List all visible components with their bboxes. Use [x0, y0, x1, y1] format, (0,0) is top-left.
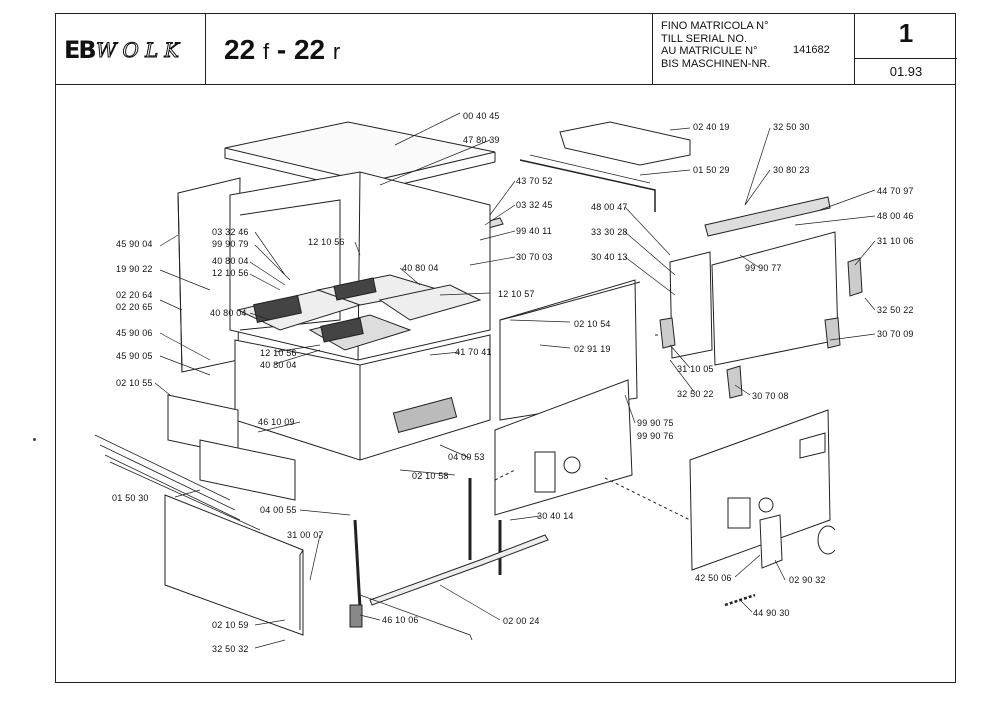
part-label: 02 20 65 — [116, 302, 153, 312]
logo-cell: EB WOLK — [56, 14, 206, 84]
part-label: 44 70 97 — [877, 186, 914, 196]
stray-mark — [33, 438, 36, 441]
part-label: 45 90 04 — [116, 239, 153, 249]
part-label: 48 00 46 — [877, 211, 914, 221]
part-label: 32 50 32 — [212, 644, 249, 654]
part-label: 30 40 14 — [537, 511, 574, 521]
part-label: 00 40 45 — [463, 111, 500, 121]
part-label: 40 80 04 — [210, 308, 247, 318]
part-label: 12 10 56 — [260, 348, 297, 358]
part-label: 42 50 06 — [695, 573, 732, 583]
model-title: 22 f - 22 r — [224, 34, 341, 65]
part-label: 48 00 47 — [591, 202, 628, 212]
part-label: 19 90 22 — [116, 264, 153, 274]
part-label: 02 10 55 — [116, 378, 153, 388]
part-label: 31 00 07 — [287, 530, 324, 540]
part-label: 40 80 04 — [402, 263, 439, 273]
part-label: 30 40 13 — [591, 252, 628, 262]
part-label: 32 50 22 — [677, 389, 714, 399]
part-label: 46 10 09 — [258, 417, 295, 427]
part-label: 02 91 19 — [574, 344, 611, 354]
part-label: 12 10 57 — [498, 289, 535, 299]
part-label: 01 50 29 — [693, 165, 730, 175]
serial-number: 141682 — [793, 44, 830, 56]
part-label: 32 50 22 — [877, 305, 914, 315]
part-label: 30 70 09 — [877, 329, 914, 339]
part-label: 04 00 53 — [448, 452, 485, 462]
page-cell: 1 01.93 — [855, 14, 957, 84]
part-label: 99 90 79 — [212, 239, 249, 249]
part-label: 03 32 45 — [516, 200, 553, 210]
part-label: 30 70 03 — [516, 252, 553, 262]
part-label: 02 20 64 — [116, 290, 153, 300]
part-label: 02 10 58 — [412, 471, 449, 481]
part-label: 31 10 06 — [877, 236, 914, 246]
part-label: 47 80 39 — [463, 135, 500, 145]
part-label: 99 90 76 — [637, 431, 674, 441]
part-label: 30 80 23 — [773, 165, 810, 175]
part-label: 45 90 06 — [116, 328, 153, 338]
part-label: 99 90 75 — [637, 418, 674, 428]
revision-date: 01.93 — [889, 64, 923, 79]
brand-logo-mark: EB — [64, 36, 97, 64]
part-label: 02 90 32 — [789, 575, 826, 585]
part-label: 12 10 56 — [308, 237, 345, 247]
part-label: 99 40 11 — [516, 226, 552, 236]
part-label: 40 80 04 — [212, 256, 249, 266]
part-label: 30 70 08 — [752, 391, 789, 401]
part-label: 02 10 59 — [212, 620, 249, 630]
part-label: 31 10 05 — [677, 364, 714, 374]
serial-cell: FINO MATRICOLA N° TILL SERIAL NO. AU MAT… — [653, 14, 855, 84]
part-label: 40 80 04 — [260, 360, 297, 370]
part-label: 12 10 56 — [212, 268, 249, 278]
part-label: 02 40 19 — [693, 122, 730, 132]
part-label: 45 90 05 — [116, 351, 153, 361]
part-label: 02 00 24 — [503, 616, 540, 626]
model-cell: 22 f - 22 r — [206, 14, 653, 84]
drawing-frame: EB WOLK 22 f - 22 r FINO MATRICOLA N° TI… — [55, 13, 957, 683]
part-label: 33 30 28 — [591, 227, 628, 237]
part-label: 01 50 30 — [112, 493, 149, 503]
part-label: 44 90 30 — [753, 608, 790, 618]
part-label: 04 00 55 — [260, 505, 297, 515]
title-block: EB WOLK 22 f - 22 r FINO MATRICOLA N° TI… — [56, 14, 957, 85]
part-label: 99 90 77 — [745, 263, 782, 273]
part-label: 46 10 06 — [382, 615, 419, 625]
part-label: 41 70 41 — [455, 347, 492, 357]
part-label: 43 70 52 — [516, 176, 553, 186]
serial-caption: FINO MATRICOLA N° TILL SERIAL NO. AU MAT… — [661, 20, 771, 70]
part-label: 03 32 46 — [212, 227, 249, 237]
part-label: 32 50 30 — [773, 122, 810, 132]
brand-logo-text: WOLK — [95, 38, 186, 63]
page-number: 1 — [898, 18, 914, 48]
part-label: 02 10 54 — [574, 319, 611, 329]
